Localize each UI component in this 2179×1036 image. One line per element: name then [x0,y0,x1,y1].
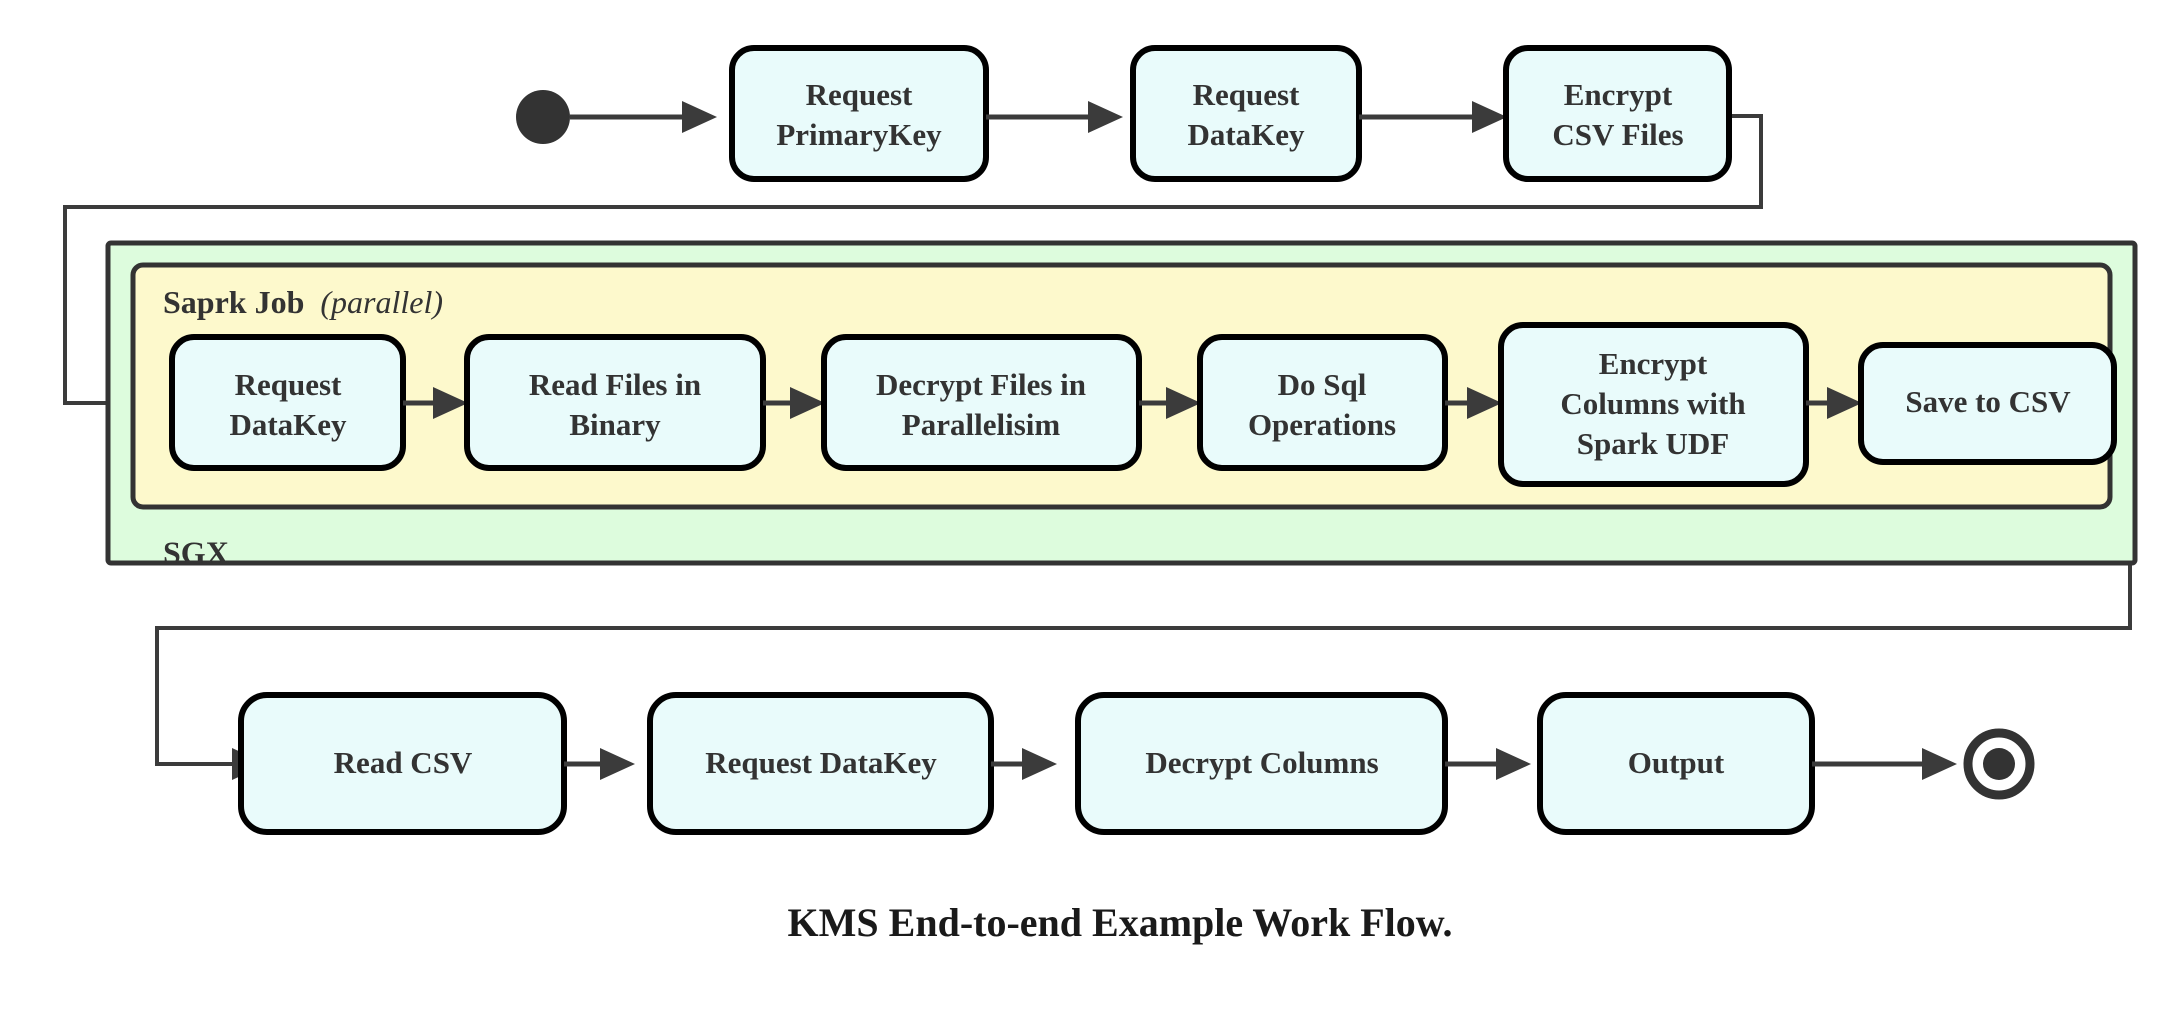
decrypt-files-label-line1: Decrypt Files in [876,367,1086,402]
request-datakey-top-box[interactable] [1130,45,1362,182]
do-sql-operations-label-line1: Do Sql [1278,367,1367,402]
encrypt-csv-files-label-line1: Encrypt [1564,77,1673,112]
edge-decrypt-columns-to-output [1445,748,1531,780]
node-do-sql-operations[interactable]: Do Sql Operations [1197,334,1448,471]
decrypt-files-in-parallelisim-box[interactable] [821,334,1142,471]
node-request-datakey-spark[interactable]: Request DataKey [169,334,406,471]
encrypt-csv-files-box[interactable] [1503,45,1732,182]
edge-decrypt-files-to-do-sql [1139,387,1201,419]
read-files-in-binary-label-line1: Read Files in [529,367,701,402]
spark-job-label: Saprk Job (parallel) [163,284,443,320]
edge-do-sql-to-encrypt-columns [1445,387,1502,419]
do-sql-operations-box[interactable] [1197,334,1448,471]
node-request-datakey-top[interactable]: Request DataKey [1130,45,1362,182]
encrypt-columns-label-line1: Encrypt [1599,346,1708,381]
read-files-in-binary-label-line2: Binary [569,407,661,442]
output-label: Output [1628,745,1725,780]
request-primarykey-label-line1: Request [806,77,913,112]
spark-job-modifier: (parallel) [320,284,443,320]
end-node-marker [1963,728,2035,800]
edge-encrypt-columns-to-save-to-csv [1806,387,1862,419]
spark-job-label-text: Saprk Job [163,284,304,320]
node-request-datakey-bottom[interactable]: Request DataKey [647,692,994,835]
node-encrypt-columns-with-spark-udf[interactable]: Encrypt Columns with Spark UDF [1498,322,1809,487]
node-decrypt-columns[interactable]: Decrypt Columns [1075,692,1448,835]
do-sql-operations-label-line2: Operations [1248,407,1396,442]
node-read-files-in-binary[interactable]: Read Files in Binary [464,334,766,471]
node-decrypt-files-in-parallelisim[interactable]: Decrypt Files in Parallelisim [821,334,1142,471]
save-to-csv-box[interactable] [1858,342,2117,465]
request-datakey-top-label-line1: Request [1193,77,1300,112]
request-primarykey-label-line2: PrimaryKey [776,117,942,152]
diagram-caption: KMS End-to-end Example Work Flow. [788,900,1453,945]
node-output[interactable]: Output [1537,692,1815,835]
edge-request-primarykey-to-request-datakey [986,101,1123,133]
edge-request-datakey-bottom-to-decrypt-columns [991,748,1057,780]
request-datakey-spark-label-line1: Request [235,367,342,402]
node-encrypt-csv-files[interactable]: Encrypt CSV Files [1503,45,1732,182]
encrypt-columns-label-line2: Columns with [1560,386,1745,421]
edge-request-datakey-to-encrypt-csv-files [1359,101,1507,133]
request-primarykey-box[interactable] [729,45,989,182]
edge-start-to-request-primarykey [570,101,717,133]
edge-read-files-to-decrypt-files [763,387,825,419]
edge-spark-datakey-to-read-files [403,387,468,419]
encrypt-csv-files-label-line2: CSV Files [1552,117,1683,152]
decrypt-columns-label: Decrypt Columns [1145,745,1378,780]
edge-read-csv-to-request-datakey-bottom [564,748,635,780]
node-request-primarykey[interactable]: Request PrimaryKey [729,45,989,182]
read-csv-label: Read CSV [334,745,473,780]
decrypt-files-label-line2: Parallelisim [902,407,1061,442]
request-datakey-spark-box[interactable] [169,334,406,471]
request-datakey-spark-label-line2: DataKey [229,407,347,442]
request-datakey-bottom-label: Request DataKey [705,745,937,780]
read-files-in-binary-box[interactable] [464,334,766,471]
node-read-csv[interactable]: Read CSV [238,692,567,835]
encrypt-columns-label-line3: Spark UDF [1577,426,1729,461]
edge-output-to-end [1812,748,1957,780]
start-node-circle [516,90,570,144]
request-datakey-top-label-line2: DataKey [1187,117,1305,152]
node-save-to-csv[interactable]: Save to CSV [1858,342,2117,465]
end-node-dot [1983,748,2015,780]
sgx-label: SGX [163,534,229,570]
save-to-csv-label: Save to CSV [1905,384,2071,419]
